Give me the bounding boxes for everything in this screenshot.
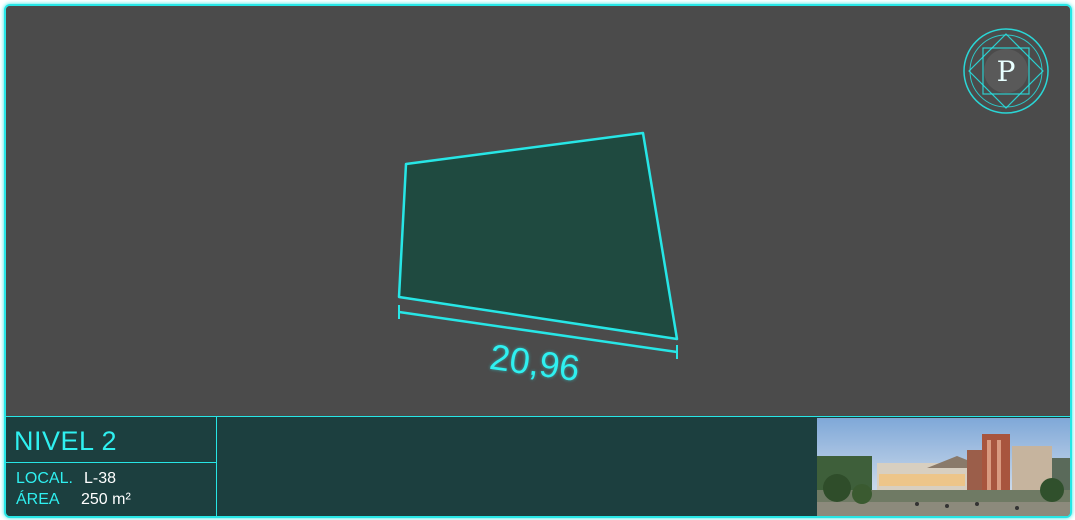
floor-plan-drawing [397, 131, 679, 359]
building-photo [817, 418, 1070, 516]
level-title: NIVEL 2 [14, 426, 118, 456]
logo-badge-icon: P [963, 28, 1049, 114]
local-label: LOCAL. [16, 470, 73, 487]
plan-card: 20,96 P NIVEL 2 LOCAL. L-38 ÁREA 250 m² [4, 4, 1072, 518]
dimension-line [398, 310, 678, 354]
area-label: ÁREA [16, 491, 60, 508]
area-value: 250 m² [81, 491, 131, 508]
floor-plan-canvas: 20,96 P [6, 6, 1070, 416]
unit-shape[interactable] [397, 131, 679, 341]
area-row: ÁREA 250 m² [16, 491, 131, 509]
local-value: L-38 [84, 470, 117, 487]
info-bar: NIVEL 2 LOCAL. L-38 ÁREA 250 m² [6, 416, 1070, 516]
logo-letter: P [997, 55, 1016, 88]
unit-info-panel: NIVEL 2 LOCAL. L-38 ÁREA 250 m² [6, 417, 217, 516]
local-row: LOCAL. L-38 [16, 470, 116, 488]
info-divider [6, 462, 216, 463]
building-photo-art [817, 418, 1070, 516]
